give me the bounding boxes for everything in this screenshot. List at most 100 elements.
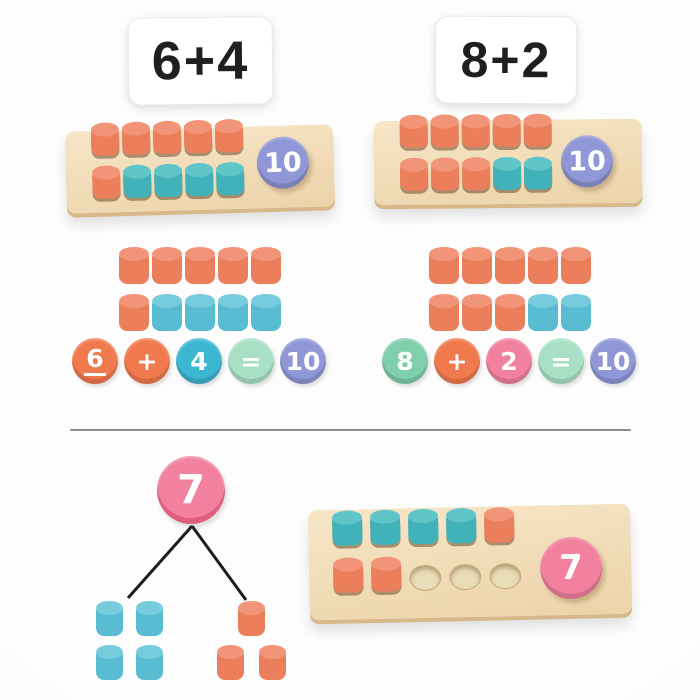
- bond-line-left: [126, 525, 194, 599]
- equation-disc-label: +: [136, 346, 158, 376]
- teal-cylinder: [332, 517, 363, 546]
- empty-hole: [449, 563, 482, 591]
- blue-cylinder: [96, 601, 123, 636]
- equation-6-plus-4-equals-10: 6 +4 = 10: [72, 338, 326, 384]
- cylinder-row-top: [429, 246, 591, 284]
- teal-cylinder: [524, 163, 553, 190]
- number-bond-total-value: 7: [177, 467, 205, 513]
- number-bond-total-disc: 7: [157, 456, 225, 524]
- orange-cylinder: [183, 126, 213, 154]
- cylinder-row-top: [205, 600, 297, 636]
- orange-cylinder: [90, 129, 120, 157]
- orange-cylinder: [214, 125, 244, 153]
- equation-disc-8: 8: [382, 338, 428, 384]
- teal-cylinder: [493, 163, 522, 191]
- equation-disc-6: 6: [72, 338, 118, 384]
- cylinder-row-bottom: [119, 293, 281, 331]
- peg-row-bottom: [92, 161, 245, 200]
- orange-cylinder: [119, 247, 149, 284]
- equation-disc-label: =: [240, 346, 262, 376]
- orange-cylinder: [561, 247, 591, 284]
- orange-cylinder: [461, 121, 490, 148]
- orange-cylinder: [462, 247, 492, 284]
- orange-cylinder: [462, 164, 491, 191]
- equation-8-plus-2-equals-10: 8 +2 = 10: [382, 338, 636, 384]
- peg-row-top: [90, 118, 244, 157]
- cylinder-row-bottom: [429, 293, 591, 331]
- orange-cylinder: [431, 164, 460, 191]
- orange-cylinder: [152, 247, 182, 284]
- orange-cylinder: [462, 294, 492, 331]
- equation-disc-=: =: [538, 338, 584, 384]
- blue-cylinder: [136, 601, 163, 636]
- blue-cylinder: [96, 645, 123, 680]
- equation-disc-2: 2: [486, 338, 532, 384]
- equation-disc-label: 10: [285, 346, 321, 376]
- blue-cylinder: [152, 294, 182, 331]
- orange-cylinder: [333, 564, 364, 593]
- orange-cylinder: [258, 645, 286, 680]
- answer-disc-value: 10: [263, 146, 303, 179]
- empty-hole: [409, 564, 442, 592]
- teal-cylinder: [446, 514, 477, 544]
- loose-cylinders-6-plus-4: [119, 246, 281, 331]
- cylinder-row-bottom: [96, 644, 163, 680]
- equation-disc-4: 4: [176, 338, 222, 384]
- orange-cylinder: [528, 247, 558, 284]
- answer-disc-value: 10: [568, 145, 606, 177]
- flashcard-label: 6+4: [151, 30, 250, 92]
- flashcard-6-plus-4: 6+4: [127, 16, 274, 106]
- orange-cylinder: [495, 294, 525, 331]
- blue-cylinder: [251, 294, 281, 331]
- orange-cylinder: [399, 121, 428, 148]
- cylinder-row-top: [96, 600, 163, 636]
- orange-cylinder: [218, 247, 248, 284]
- flashcard-8-plus-2: 8+2: [434, 15, 578, 105]
- orange-cylinder: [185, 247, 215, 284]
- peg-area: [90, 118, 245, 200]
- equation-disc-label: 10: [595, 346, 631, 376]
- orange-cylinder: [492, 120, 521, 148]
- answer-disc-10: 10: [560, 135, 614, 188]
- number-bond-group-three-orange: [205, 600, 297, 680]
- peg-row-top: [332, 506, 521, 546]
- equation-disc-label: =: [550, 346, 572, 376]
- equation-disc-label: 6: [84, 346, 106, 376]
- equation-disc-label: +: [446, 346, 468, 376]
- section-divider: [70, 429, 631, 431]
- peg-row-top: [399, 113, 552, 148]
- cylinder-row-bottom: [205, 644, 297, 680]
- orange-cylinder: [371, 563, 402, 593]
- peg-row-bottom: [400, 156, 553, 191]
- orange-cylinder: [430, 121, 459, 148]
- orange-cylinder: [237, 601, 265, 636]
- answer-disc-value: 7: [558, 547, 584, 589]
- equation-disc-label: 4: [190, 346, 208, 376]
- number-bond-group-four-blue: [96, 600, 163, 680]
- number-bond-lines: [126, 525, 248, 601]
- empty-hole: [489, 562, 522, 590]
- peg-board-7: 7: [307, 503, 633, 621]
- orange-cylinder: [523, 120, 552, 147]
- equation-disc-=: =: [228, 338, 274, 384]
- bond-line-right: [190, 525, 248, 601]
- answer-disc-10: 10: [256, 135, 310, 190]
- orange-cylinder: [119, 294, 149, 331]
- cylinder-row-top: [119, 246, 281, 284]
- blue-cylinder: [185, 294, 215, 331]
- blue-cylinder: [218, 294, 248, 331]
- answer-disc-7: 7: [539, 536, 603, 600]
- equation-disc-10: 10: [590, 338, 636, 384]
- orange-cylinder: [251, 247, 281, 284]
- equation-disc-+: +: [434, 338, 480, 384]
- orange-cylinder: [429, 294, 459, 331]
- orange-cylinder: [400, 164, 429, 191]
- orange-cylinder: [152, 127, 182, 155]
- equation-disc-10: 10: [280, 338, 326, 384]
- teal-cylinder: [123, 171, 152, 199]
- peg-board-8-plus-2: 10: [373, 118, 643, 206]
- orange-cylinder: [429, 247, 459, 284]
- teal-cylinder: [408, 515, 439, 545]
- orange-cylinder: [484, 514, 515, 543]
